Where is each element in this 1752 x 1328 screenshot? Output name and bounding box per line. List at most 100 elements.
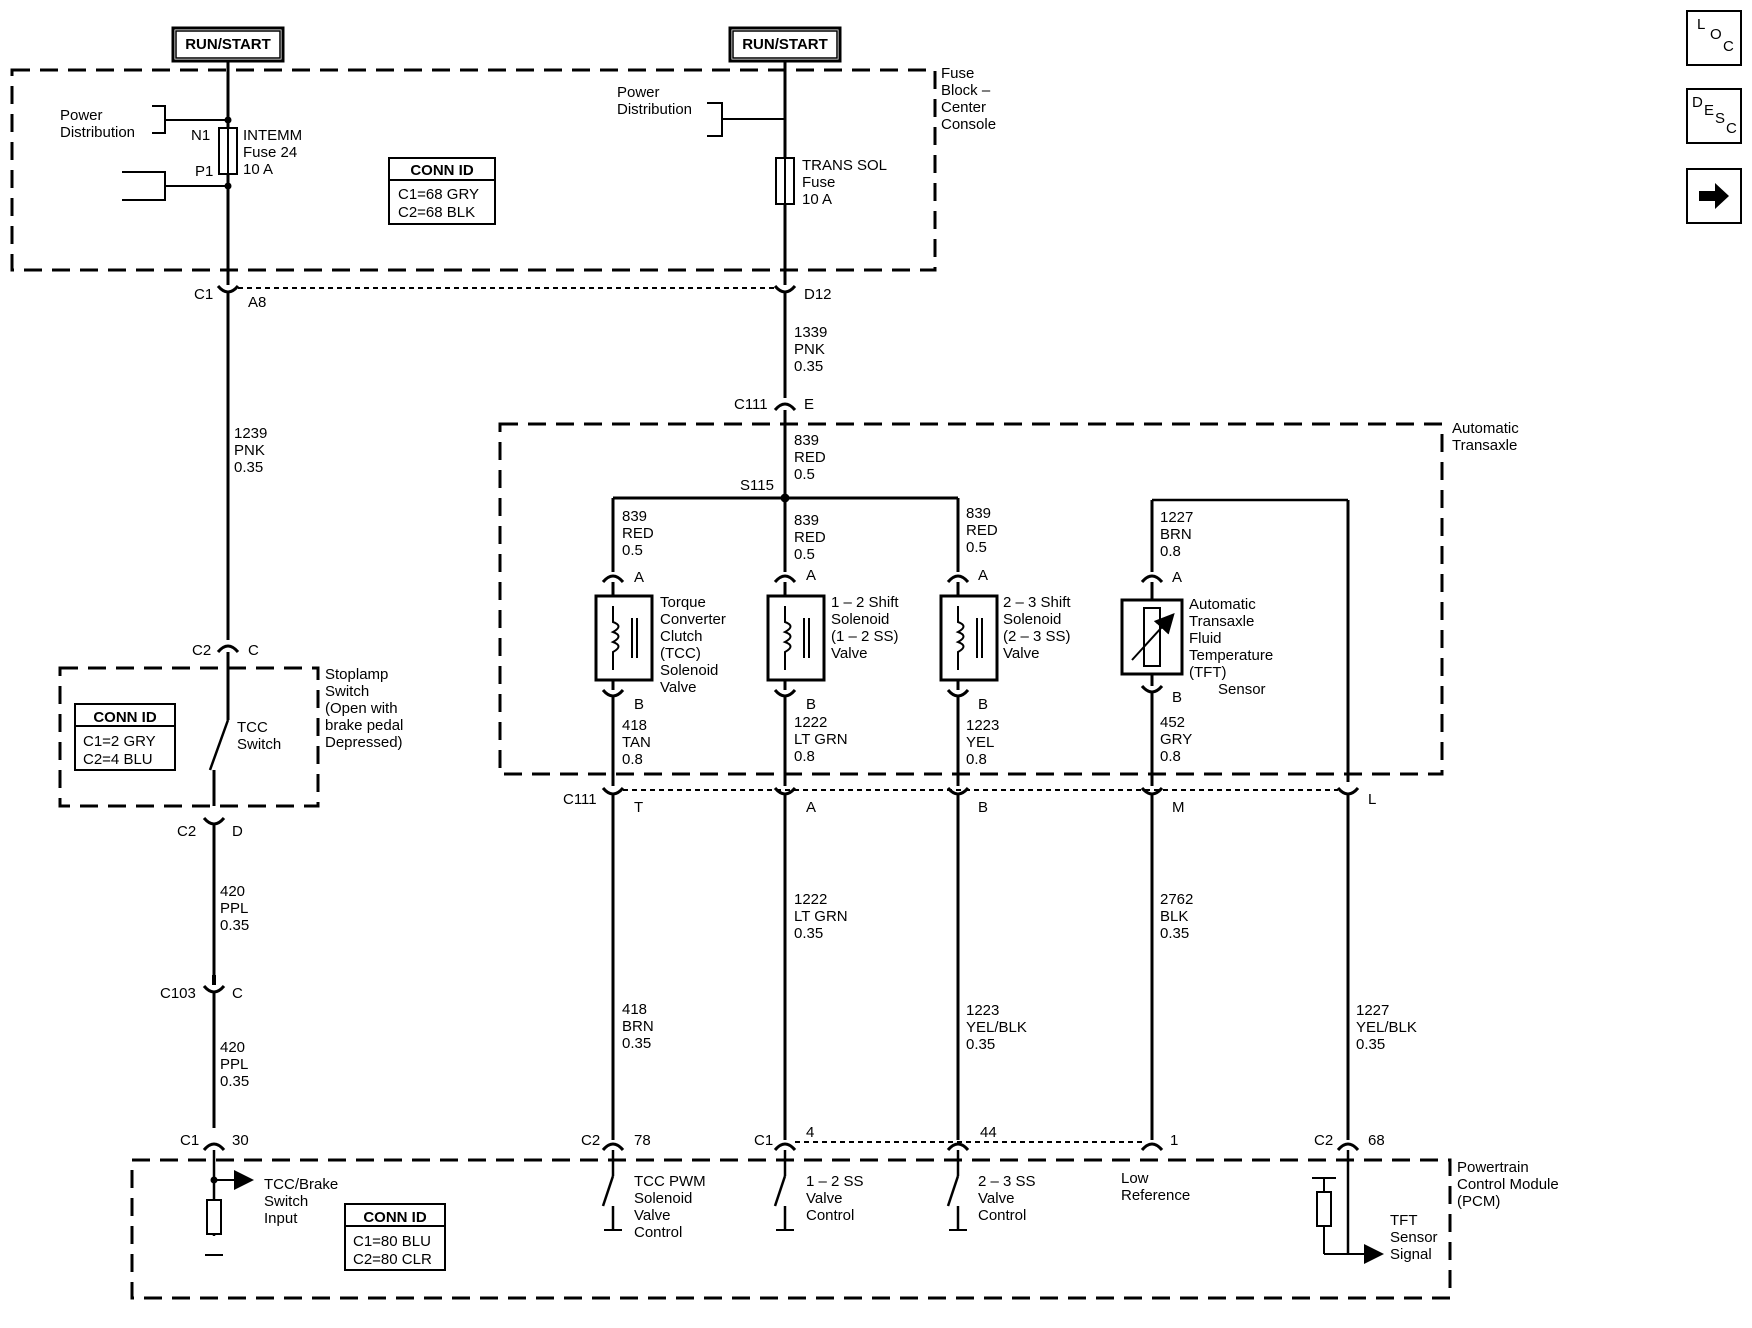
tcc-pin-b-label: B xyxy=(634,696,644,713)
wire-420-b-label-3: 0.35 xyxy=(220,1073,249,1090)
low-ref-label-2: Reference xyxy=(1121,1187,1190,1204)
wire-839-tcc-label-1: 839 xyxy=(622,508,647,525)
tft-signal-label-1: TFT xyxy=(1390,1212,1418,1229)
pcm-c2-68-label: C2 xyxy=(1314,1132,1333,1149)
wire-452-label-3: 0.8 xyxy=(1160,748,1181,765)
arrow-right-icon xyxy=(1699,183,1729,209)
desc-letter-d: D xyxy=(1692,94,1703,111)
wire-420-a-label-1: 420 xyxy=(220,883,245,900)
wire-1223-035-label-2: YEL/BLK xyxy=(966,1019,1027,1036)
connector-tft-b xyxy=(1140,684,1164,694)
stoplamp-conn-id-line-1: C1=2 GRY xyxy=(83,733,156,750)
connector-c2-78 xyxy=(601,1142,625,1152)
fuse-block-conn-id-line-2: C2=68 BLK xyxy=(398,204,475,221)
tcc-switch-label-2: Switch xyxy=(237,736,281,753)
ss12-pin-a-label: A xyxy=(806,567,816,584)
connector-tcc-b xyxy=(601,688,625,698)
wire-1223-08-label-1: 1223 xyxy=(966,717,999,734)
tcc-valve-label-5: Solenoid xyxy=(660,662,718,679)
pcm-conn-id-line-2: C2=80 CLR xyxy=(353,1251,432,1268)
wire-420-a-label-2: PPL xyxy=(220,900,248,917)
ss12-solenoid-body xyxy=(766,594,826,682)
stoplamp-label-4: brake pedal xyxy=(325,717,403,734)
next-button[interactable] xyxy=(1686,168,1742,224)
loc-button[interactable]: L O C xyxy=(1686,10,1742,66)
tcc-switch-contact xyxy=(208,719,230,771)
wire-1222-035-label-1: 1222 xyxy=(794,891,827,908)
fuse-24-label-1: INTEMM xyxy=(243,127,302,144)
desc-button[interactable]: D E S C xyxy=(1686,88,1742,144)
run-start-left-label: RUN/START xyxy=(185,36,271,53)
ss23-driver-switch xyxy=(946,1175,960,1207)
ss12-driver-switch xyxy=(773,1175,787,1207)
c103-pin-label: C xyxy=(232,985,243,1002)
pcm-c1-4-label: C1 xyxy=(754,1132,773,1149)
run-start-right-label: RUN/START xyxy=(742,36,828,53)
wire-1227-bottom-label-3: 0.35 xyxy=(1356,1036,1385,1053)
connector-c111-t xyxy=(601,786,625,796)
trans-sol-label-3: 10 A xyxy=(802,191,832,208)
tft-variable-arrow xyxy=(1131,613,1175,661)
tft-pin-b-label: B xyxy=(1172,689,1182,706)
pin-a-label: A xyxy=(806,799,816,816)
ss23-control-label-3: Control xyxy=(978,1207,1026,1224)
wire-839-ss23-label-1: 839 xyxy=(966,505,991,522)
desc-letter-c: C xyxy=(1726,120,1737,137)
ss12-control-label-3: Control xyxy=(806,1207,854,1224)
wire-839-tcc-label-2: RED xyxy=(622,525,654,542)
wire-1223-08-label-3: 0.8 xyxy=(966,751,987,768)
tcc-pwm-label-2: Solenoid xyxy=(634,1190,692,1207)
connector-c2-68 xyxy=(1336,1142,1360,1152)
wire-1239-label-1: 1239 xyxy=(234,425,267,442)
fuse-block-label-4: Console xyxy=(941,116,996,133)
pin-m-label: M xyxy=(1172,799,1185,816)
stoplamp-label-2: Switch xyxy=(325,683,369,700)
power-dist-left-label-2: Distribution xyxy=(60,124,135,141)
tcc-brake-input-label-3: Input xyxy=(264,1210,298,1227)
wire-1223-08-label-2: YEL xyxy=(966,734,994,751)
tcc-pwm-label-4: Control xyxy=(634,1224,682,1241)
wire-420-b-label-1: 420 xyxy=(220,1039,245,1056)
connector-ss23-b xyxy=(946,688,970,698)
run-start-box-right-inner xyxy=(732,30,838,59)
tcc-solenoid-body xyxy=(594,594,654,682)
tft-sensor-label-5: (TFT) xyxy=(1189,664,1226,681)
c2-bottom-label: C2 xyxy=(177,823,196,840)
fuse-block-conn-id-title: CONN ID xyxy=(410,162,474,179)
pcm-label-3: (PCM) xyxy=(1457,1193,1500,1210)
ss23-solenoid-body xyxy=(939,594,999,682)
tft-pin-a-label: A xyxy=(1172,569,1182,586)
ss23-pin-b-label: B xyxy=(978,696,988,713)
wire-1223-035-label-3: 0.35 xyxy=(966,1036,995,1053)
wire-839-ss12-label-1: 839 xyxy=(794,512,819,529)
wire-1239-label-2: PNK xyxy=(234,442,265,459)
splice-p1-label: P1 xyxy=(195,163,213,180)
wire-839-ss12-label-3: 0.5 xyxy=(794,546,815,563)
pin-b-label: B xyxy=(978,799,988,816)
tft-signal-label-2: Sensor xyxy=(1390,1229,1438,1246)
ss23-valve-label-1: 2 – 3 Shift xyxy=(1003,594,1071,611)
tft-thermistor xyxy=(1143,607,1161,667)
tft-sensor-label-1: Automatic xyxy=(1189,596,1256,613)
ss23-control-label-1: 2 – 3 SS xyxy=(978,1173,1036,1190)
splice-n1-label: N1 xyxy=(191,127,210,144)
pin-1-label: 1 xyxy=(1170,1132,1178,1149)
pin-68-label: 68 xyxy=(1368,1132,1385,1149)
stoplamp-switch-boundary xyxy=(58,666,320,808)
connector-tft-a xyxy=(1140,574,1164,584)
pin-t-label: T xyxy=(634,799,643,816)
ss12-pin-b-label: B xyxy=(806,696,816,713)
wire-418-brn-label-2: BRN xyxy=(622,1018,654,1035)
tcc-switch-label-1: TCC xyxy=(237,719,268,736)
trans-sol-label-2: Fuse xyxy=(802,174,835,191)
c111-top-label: C111 xyxy=(734,396,768,413)
ss12-valve-label-1: 1 – 2 Shift xyxy=(831,594,899,611)
wire-1227-bottom-label-2: YEL/BLK xyxy=(1356,1019,1417,1036)
c-top-label: C xyxy=(248,642,259,659)
fuse-block-label-1: Fuse xyxy=(941,65,974,82)
wire-839-main-label-1: 839 xyxy=(794,432,819,449)
connector-ss23-a xyxy=(946,574,970,584)
loc-letter-c: C xyxy=(1723,38,1734,55)
trans-sol-label-1: TRANS SOL xyxy=(802,157,887,174)
